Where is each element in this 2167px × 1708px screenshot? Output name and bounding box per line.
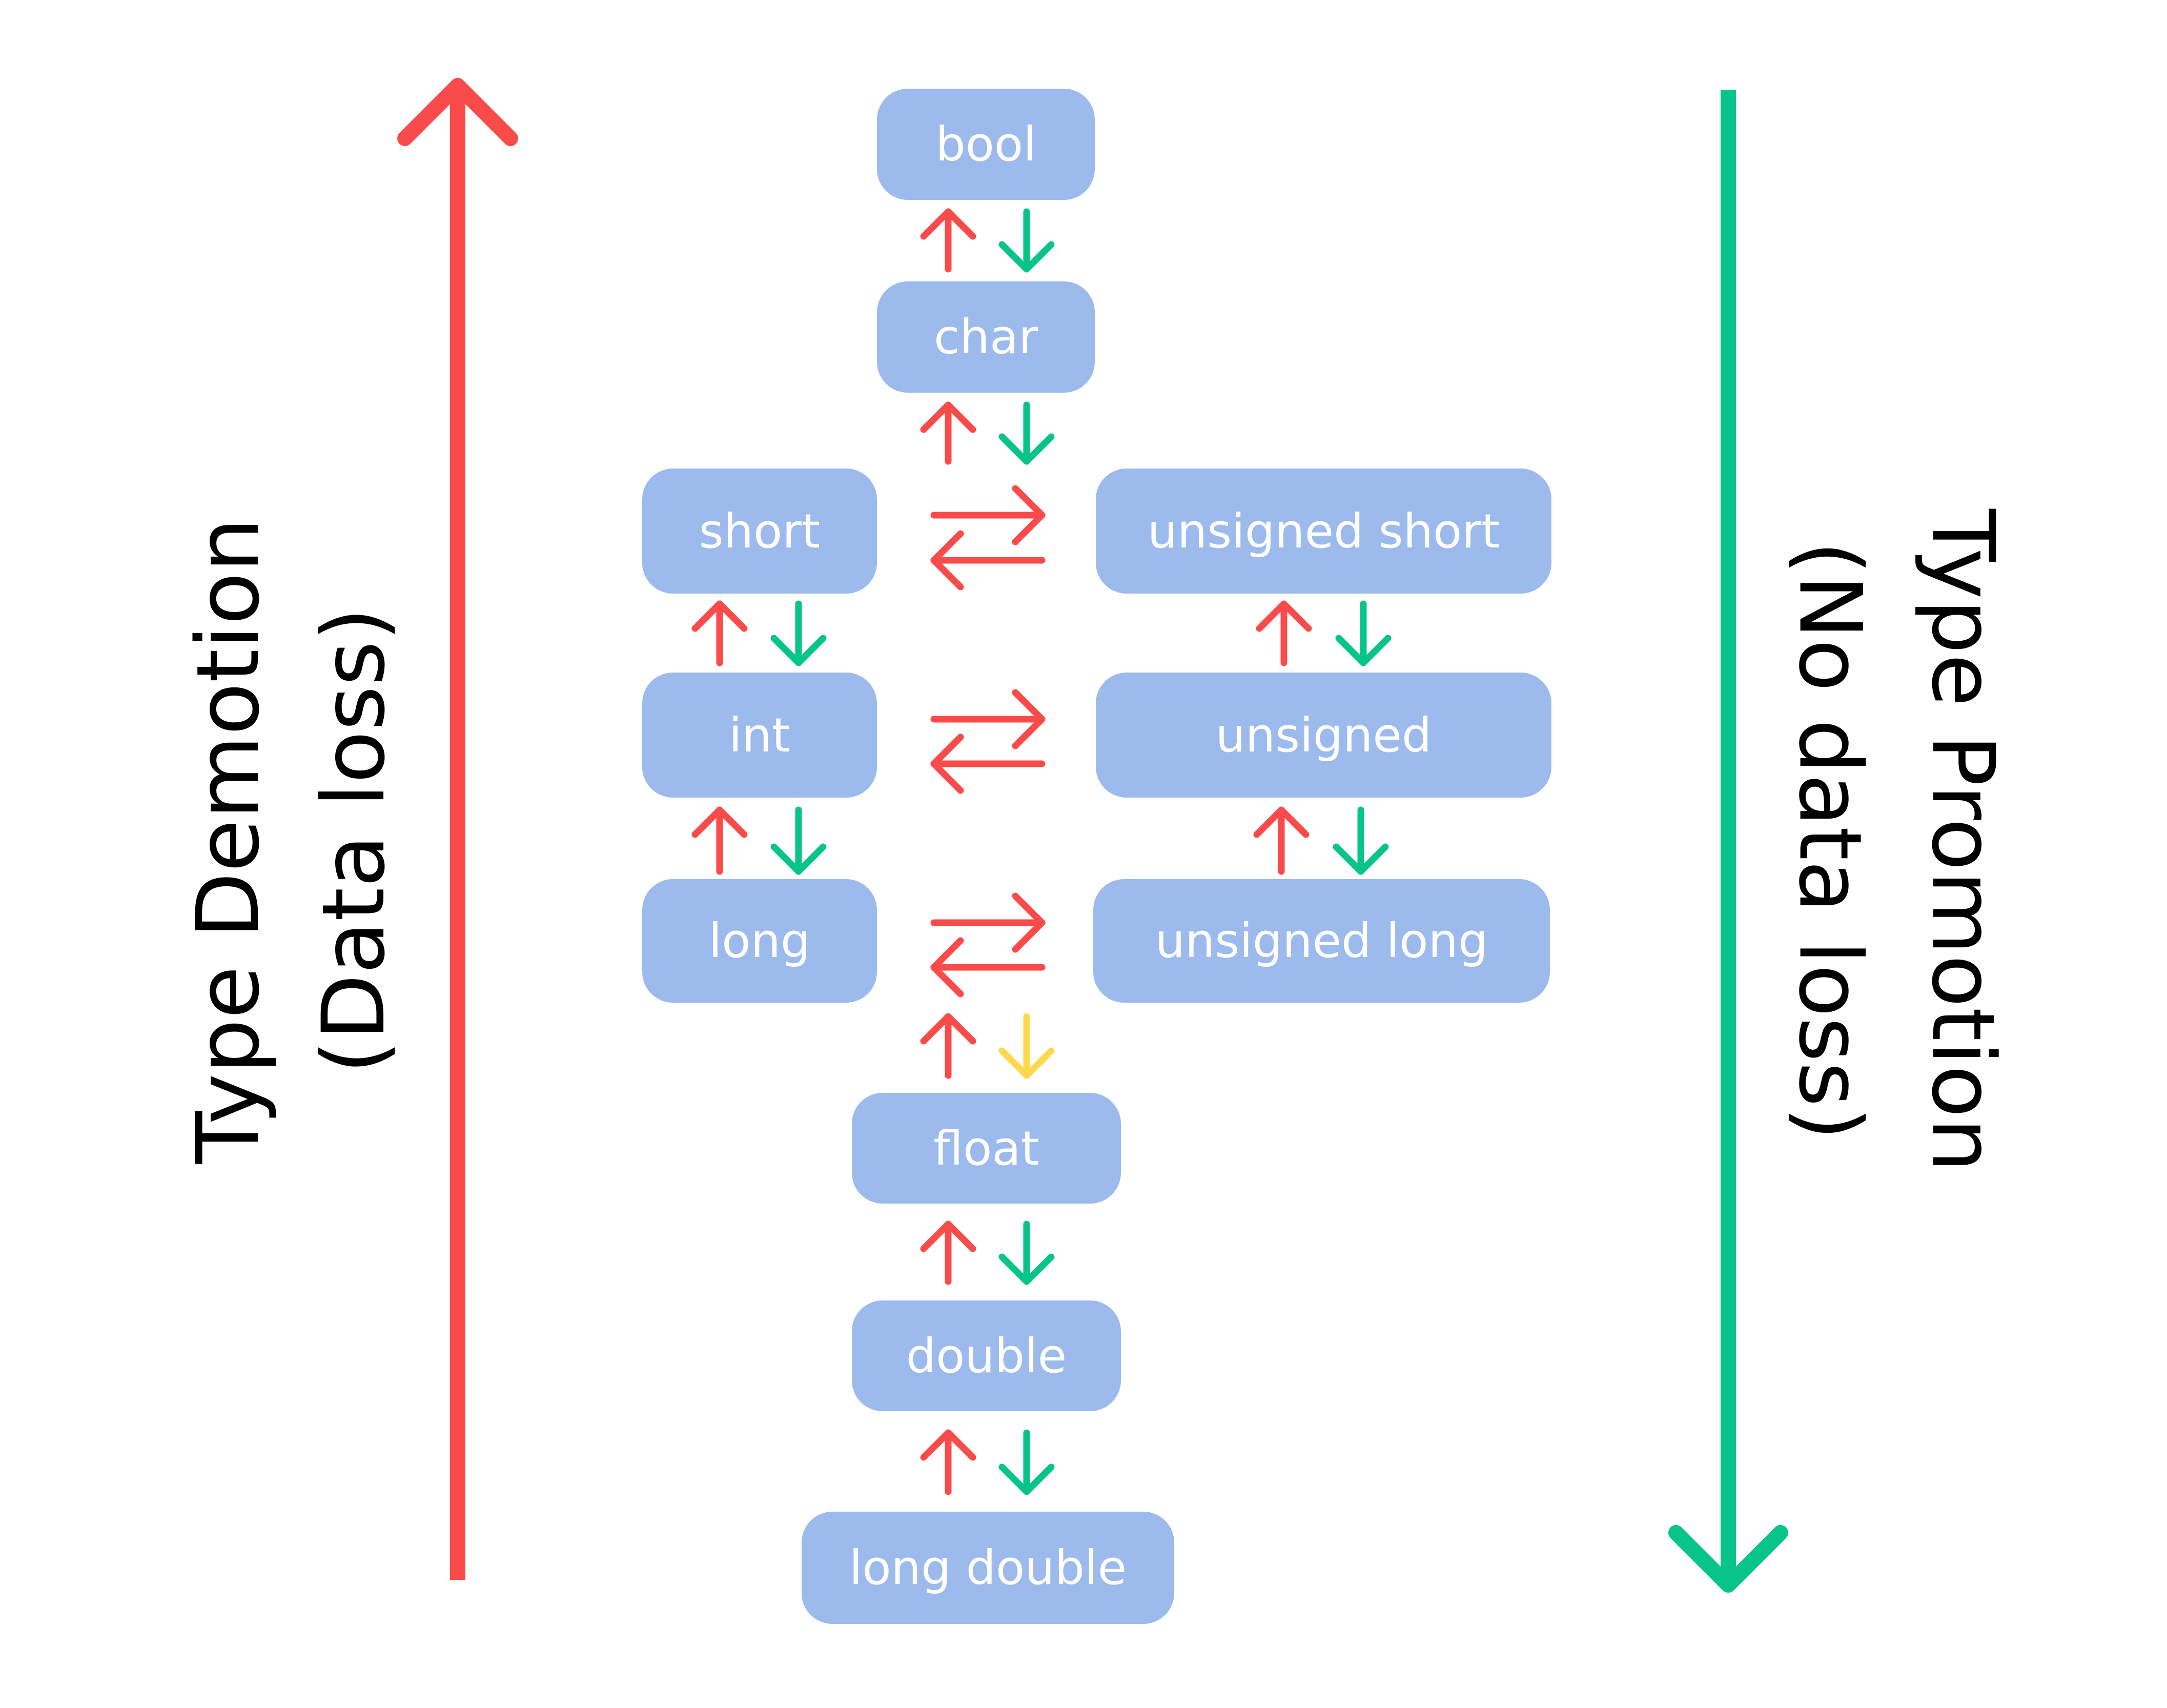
promotion-axis-arrow (1668, 90, 1788, 1593)
promotion-arrow-bool-char (998, 208, 1055, 273)
swap-arrow-int-unsigned (930, 689, 1046, 794)
type-demotion-label: Type Demotion (178, 517, 279, 1164)
demotion-arrow-char-short (920, 401, 976, 465)
promotion-arrow-short-int (770, 600, 827, 666)
demotion-arrow-unsigned-unsigned-long (1253, 806, 1310, 875)
swap-arrow-long-unsigned-long (930, 892, 1046, 998)
promotion-arrow-unsigned-short-unsigned (1335, 600, 1392, 666)
node-long: long (642, 879, 877, 1003)
node-float: float (852, 1093, 1121, 1204)
promotion-arrow-int-long (770, 806, 827, 875)
no-data-loss-label: (No data loss) (1780, 541, 1880, 1141)
node-double: double (852, 1300, 1121, 1411)
demotion-arrow-short-int (691, 600, 748, 666)
promotion-arrow-unsigned-unsigned-long (1333, 806, 1389, 875)
promotion-arrow-double-long-double (998, 1429, 1055, 1495)
node-unsigned: unsigned (1096, 673, 1551, 798)
type-promotion-label: Type Promotion (1913, 509, 2014, 1173)
node-unsigned-short: unsigned short (1096, 469, 1551, 594)
caution-arrow-long-float (998, 1013, 1055, 1079)
node-long-double: long double (802, 1512, 1174, 1624)
promotion-arrow-float-double (998, 1221, 1055, 1285)
swap-arrow-short-unsigned-short (930, 485, 1046, 591)
node-unsigned-long: unsigned long (1093, 879, 1550, 1003)
demotion-axis-arrow (397, 78, 518, 1580)
demotion-arrow-bool-char (920, 208, 976, 273)
node-char: char (877, 281, 1095, 393)
node-int: int (642, 673, 877, 798)
node-short: short (642, 469, 877, 594)
node-bool: bool (877, 89, 1095, 200)
demotion-arrow-long-float (920, 1013, 976, 1079)
demotion-arrow-float-double (920, 1221, 976, 1285)
demotion-arrow-int-long (691, 806, 748, 875)
data-loss-label: (Data loss) (303, 607, 404, 1074)
demotion-arrow-double-long-double (920, 1429, 976, 1495)
demotion-arrow-unsigned-short-unsigned (1256, 600, 1312, 666)
promotion-arrow-char-short (998, 401, 1055, 465)
